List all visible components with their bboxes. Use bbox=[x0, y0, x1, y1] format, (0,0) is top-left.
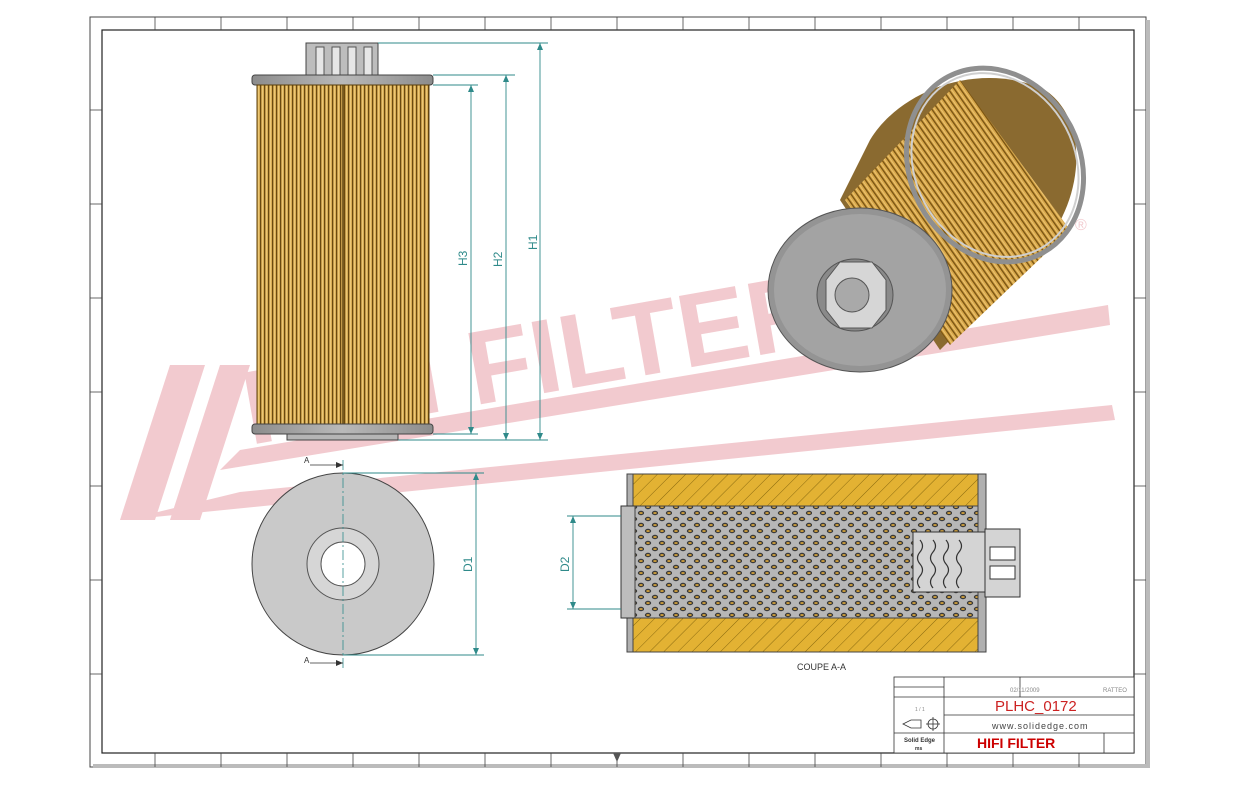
dimension-h1-label: H1 bbox=[526, 234, 540, 250]
title-block-website: www.solidedge.com bbox=[991, 721, 1089, 731]
title-block-scale: 1 / 1 bbox=[915, 707, 925, 713]
title-block bbox=[893, 676, 1135, 754]
title-block-part-number: PLHC_0172 bbox=[995, 698, 1077, 715]
projection-triangle-icon bbox=[613, 753, 621, 762]
dimension-d1-label: D1 bbox=[461, 556, 475, 572]
section-marker-bottom: A bbox=[304, 656, 310, 665]
d2-dimension bbox=[567, 515, 621, 610]
front-view bbox=[251, 42, 434, 441]
solid-edge-logo-icon bbox=[902, 717, 940, 731]
dimension-h3-label: H3 bbox=[456, 250, 470, 266]
zone-grid-ticks bbox=[90, 17, 1146, 767]
title-block-software: Solid Edge bbox=[904, 738, 936, 744]
section-view bbox=[620, 473, 1021, 653]
section-marker-top: A bbox=[304, 456, 310, 465]
dimension-d2-label: D2 bbox=[558, 556, 572, 572]
section-caption: COUPE A-A bbox=[797, 662, 846, 672]
title-block-company: HIFI FILTER bbox=[977, 735, 1055, 751]
front-dimensions bbox=[378, 42, 548, 441]
title-block-author: RATTEO bbox=[1103, 688, 1127, 694]
isometric-view bbox=[767, 65, 1087, 373]
dimension-h2-label: H2 bbox=[491, 251, 505, 267]
title-block-software-sub: ms bbox=[915, 746, 922, 752]
watermark-registered-mark: ® bbox=[1075, 217, 1087, 234]
title-block-date: 02/11/2009 bbox=[1010, 688, 1040, 694]
top-view bbox=[251, 460, 435, 670]
d1-dimension bbox=[343, 472, 484, 656]
